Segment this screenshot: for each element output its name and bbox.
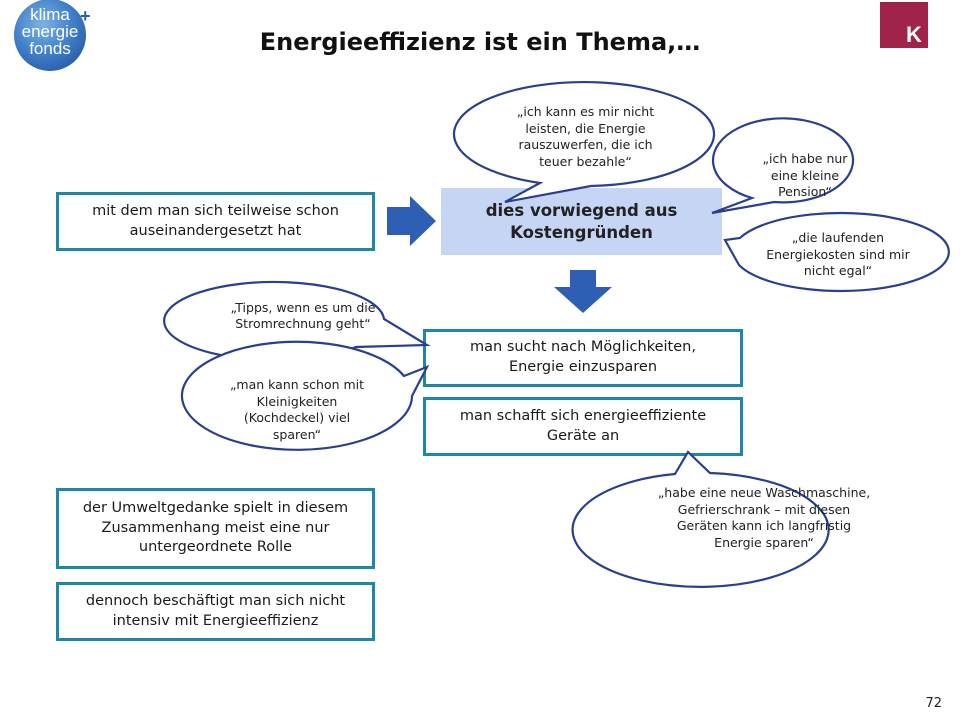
page-title: Energieeffizienz ist ein Thema,… xyxy=(259,28,701,56)
logo-line-1: klima xyxy=(30,5,70,24)
box-moeglichkeiten: man sucht nach Möglichkeiten, Energie ei… xyxy=(423,329,743,387)
box-auseinandergesetzt-text: mit dem man sich teilweise schon auseina… xyxy=(92,202,339,239)
down-arrow xyxy=(554,270,612,313)
klimafonds-logo xyxy=(14,0,86,71)
central-text: dies vorwiegend aus Kostengründen xyxy=(485,201,678,242)
bubble-leisten xyxy=(452,81,716,204)
logo-line-3: fonds xyxy=(29,39,71,58)
bubble-pension xyxy=(711,117,855,215)
logo-line-2: energie xyxy=(21,22,79,41)
page-number: 72 xyxy=(925,696,942,711)
box-auseinandergesetzt: mit dem man sich teilweise schon auseina… xyxy=(56,192,375,251)
logo-plus: + xyxy=(80,6,91,26)
quote-pension: „ich habe nur eine kleine Pension“ xyxy=(762,151,848,200)
central-box: dies vorwiegend aus Kostengründen xyxy=(441,188,722,255)
quote-kleinigkeiten: „man kann schon mit Kleinigkeiten (Kochd… xyxy=(229,377,365,442)
quote-laufenden: „die laufenden Energiekosten sind mir ni… xyxy=(766,230,910,279)
box-umwelt-text: der Umweltgedanke spielt in diesem Zusam… xyxy=(82,500,349,556)
bubble-laufenden xyxy=(723,211,950,293)
bubble-kleinigkeiten xyxy=(180,340,430,451)
box-umwelt: der Umweltgedanke spielt in diesem Zusam… xyxy=(56,488,375,569)
quote-tipps: „Tipps, wenn es um die Stromrechnung geh… xyxy=(230,299,376,332)
k-logo-letter: K xyxy=(906,22,922,47)
box-moeglichkeiten-text: man sucht nach Möglichkeiten, Energie ei… xyxy=(470,339,696,375)
quote-leisten: „ich kann es mir nicht leisten, die Ener… xyxy=(516,104,655,169)
bubble-waschmaschine xyxy=(571,450,830,588)
box-dennoch: dennoch beschäftigt man sich nicht inten… xyxy=(56,582,375,641)
box-dennoch-text: dennoch beschäftigt man sich nicht inten… xyxy=(85,592,346,629)
box-geraete: man schafft sich energieeffiziente Gerät… xyxy=(423,397,743,456)
k-logo xyxy=(880,2,928,48)
klimafonds-logo-text: klima energie fonds xyxy=(14,6,86,57)
quote-waschmaschine: „habe eine neue Waschmaschine, Gefriersc… xyxy=(657,485,871,550)
box-geraete-text: man schafft sich energieeffiziente Gerät… xyxy=(459,407,707,444)
right-arrow xyxy=(387,196,436,246)
